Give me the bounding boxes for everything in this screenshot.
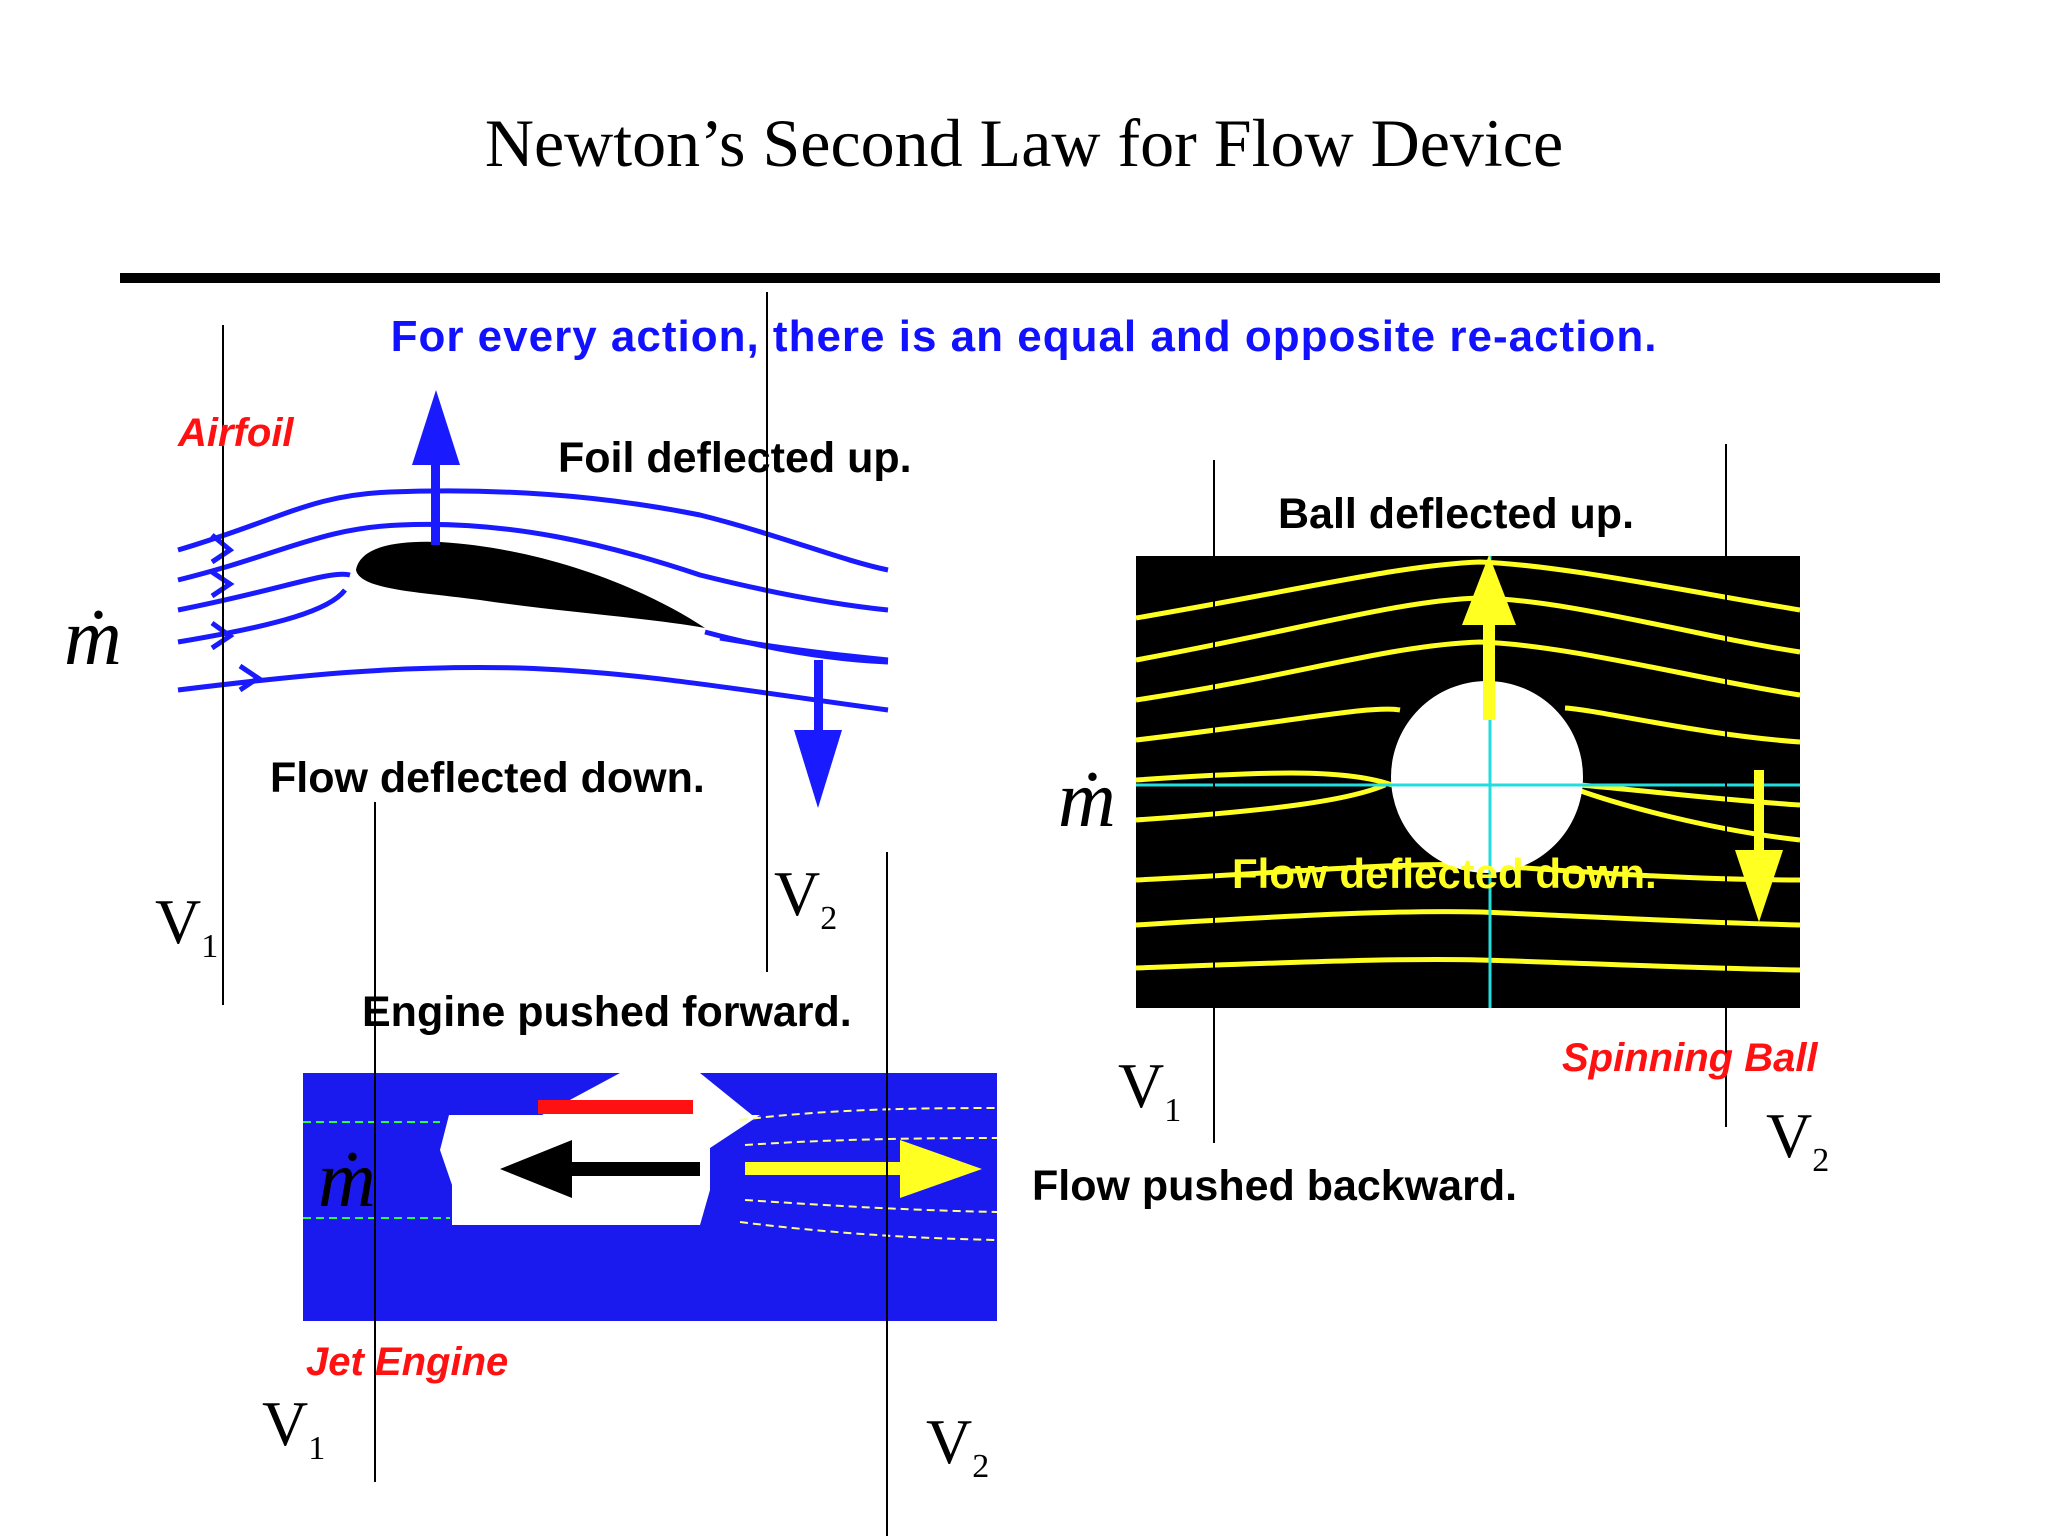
ball-streamline-5: [1135, 770, 1801, 808]
engine-exhaust-streamline-3: [744, 1199, 998, 1213]
airfoil-shape: [356, 541, 705, 628]
engine-side-caption: Flow pushed backward.: [1032, 1162, 1518, 1210]
title-divider: [120, 273, 1940, 283]
ball-velocity-v2: V2: [1766, 1100, 1830, 1179]
engine-velocity-v1: V1: [262, 1388, 326, 1467]
flow-arrow-down: [794, 660, 842, 808]
airfoil-inflow-arrow-1: [210, 533, 235, 565]
lift-arrow-up: [412, 390, 460, 545]
engine-exhaust-streamline-1: [739, 1107, 998, 1121]
airfoil-velocity-v2: V2: [774, 858, 838, 937]
ball-streamline-1: [1135, 559, 1801, 621]
ball-flow-caption: Flow deflected down.: [1232, 850, 1657, 897]
engine-mass-flow-symbol: ṁ: [318, 1136, 376, 1224]
airfoil-inflow-arrow-3: [210, 620, 235, 651]
ball-streamline-9: [1135, 956, 1801, 973]
engine-pylon: [538, 1100, 693, 1114]
engine-exhaust-streamline-2: [744, 1137, 998, 1146]
ball-flow-arrow-down: [1735, 770, 1783, 922]
exhaust-flow-arrow: [745, 1140, 982, 1198]
airfoil-streamline-5: [177, 664, 889, 713]
ball-velocity-v1: V1: [1118, 1050, 1182, 1129]
ball-streamline-3: [1135, 639, 1801, 703]
ball-mass-flow-symbol: ṁ: [1058, 756, 1116, 844]
airfoil-streamline-2: [177, 521, 889, 613]
airfoil-velocity-v1: V1: [155, 886, 219, 965]
ball-top-caption: Ball deflected up.: [1278, 490, 1635, 538]
airfoil-bottom-caption: Flow deflected down.: [270, 754, 705, 802]
newton-third-law-maxim: For every action, there is an equal and …: [390, 312, 1658, 361]
airfoil-streamline-1: [177, 488, 889, 573]
airfoil-top-caption: Foil deflected up.: [558, 434, 912, 482]
ball-streamline-4: [1135, 705, 1801, 745]
engine-thrust-arrow: [500, 1140, 700, 1198]
ball-streamline-6: [1135, 782, 1801, 843]
airfoil-streamline-4: [177, 588, 889, 665]
ball-lift-arrow-up: [1462, 555, 1516, 720]
airfoil-mass-flow-symbol: ṁ: [64, 594, 122, 682]
airfoil-inflow-arrow-2: [210, 569, 235, 599]
airfoil-label: Airfoil: [178, 411, 294, 455]
engine-label: Jet Engine: [306, 1340, 509, 1384]
airfoil-inflow-arrow-4: [238, 663, 263, 693]
spinning-ball: [1391, 681, 1583, 873]
engine-velocity-v2: V2: [926, 1406, 990, 1485]
engine-top-caption: Engine pushed forward.: [362, 988, 852, 1036]
engine-exhaust-streamline-4: [739, 1221, 998, 1241]
ball-streamline-8: [1135, 909, 1801, 928]
slide-title: Newton’s Second Law for Flow Device: [484, 105, 1564, 181]
ball-label: Spinning Ball: [1562, 1036, 1818, 1080]
